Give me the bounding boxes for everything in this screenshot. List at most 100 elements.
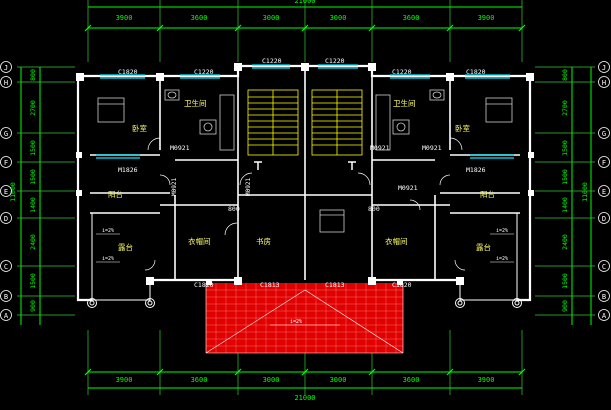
axis-left-j: J (4, 64, 8, 72)
label-m0921-l2: M0921 (171, 178, 178, 196)
right-dim-5: 1400 (561, 197, 569, 213)
right-dim-6: 2400 (561, 234, 569, 250)
extension-lines-vertical (87, 0, 523, 395)
axis-left-c: C (4, 263, 8, 271)
left-dim-8: 900 (29, 300, 37, 312)
axis-left-e: E (4, 188, 8, 196)
room-bedroom-right: 卧室 (455, 123, 470, 133)
slope-labels: i=2% i=2% i=2% i=2% (102, 228, 508, 262)
vertical-opening-labels: M0921 M0921 (171, 178, 252, 196)
slope-arrows (96, 233, 514, 263)
top-dim-6: 3900 (478, 14, 495, 22)
axis-left-d: D (4, 215, 8, 223)
label-c1820-top-right: C1820 (466, 68, 486, 76)
inner-walls (90, 66, 520, 280)
right-dim-8: 900 (561, 300, 569, 312)
axis-right-f: F (602, 159, 606, 167)
wall-left (76, 76, 92, 302)
bottom-dim-3: 3000 (263, 376, 280, 384)
terrace-slope-center: i=2% (290, 319, 302, 325)
extension-lines-horizontal (17, 66, 595, 316)
axis-right-j: J (602, 64, 606, 72)
bottom-dim-2: 3600 (191, 376, 208, 384)
axis-left-f: F (4, 159, 8, 167)
wall-right (517, 76, 532, 302)
door-swings (144, 137, 466, 271)
right-axis-labels: J H G F E D C B A (602, 64, 607, 320)
axis-right-h: H (602, 79, 606, 87)
stair-landing-marks (254, 161, 356, 170)
left-dim-2: 2700 (29, 100, 37, 116)
slope-right-top: i=2% (496, 228, 508, 234)
top-dim-total: 21000 (294, 0, 315, 5)
top-dim-5: 3600 (403, 14, 420, 22)
right-dim-3: 1500 (561, 140, 569, 156)
opening-labels: C1820 C1220 C1220 C1220 C1220 C1820 M092… (118, 57, 486, 289)
room-terrace-right: 露台 (476, 242, 491, 252)
staircase (247, 89, 363, 156)
label-c1813-left: C1813 (260, 281, 280, 289)
label-c1220-center-right: C1220 (325, 57, 345, 65)
right-dim-7: 1500 (561, 273, 569, 289)
right-dim-1: 800 (561, 69, 569, 81)
left-dim-1: 800 (29, 69, 37, 81)
label-c1820-top-left: C1820 (118, 68, 138, 76)
room-balcony-left: 阳台 (108, 189, 123, 199)
top-dim-2: 3600 (191, 14, 208, 22)
left-dim-7: 1500 (29, 273, 37, 289)
dimension-ticks (84, 24, 526, 376)
top-dimension-texts: 21000 3900 3600 3000 3000 3600 3900 (116, 0, 495, 22)
label-c1820-bottom-right: C1820 (392, 281, 412, 289)
right-axis-bubbles (598, 61, 610, 321)
right-dimension-texts: 800 2700 1500 1500 1400 2400 1500 900 11… (561, 69, 589, 312)
label-c1220-left: C1220 (194, 68, 214, 76)
bottom-dimension-texts: 3900 3600 3000 3000 3600 3900 21000 (116, 376, 495, 402)
slope-left-bottom: i=2% (102, 256, 114, 262)
bathroom-fixtures (164, 89, 445, 151)
bottom-dim-1: 3900 (116, 376, 133, 384)
axis-right-e: E (602, 188, 606, 196)
right-dim-total: 11000 (581, 182, 589, 202)
label-m1826-left: M1826 (118, 166, 138, 174)
label-c1813-right: C1813 (325, 281, 345, 289)
axis-left-a: A (4, 312, 9, 320)
slope-right-bottom: i=2% (496, 256, 508, 262)
left-axis-bubbles (0, 61, 12, 321)
axis-left-g: G (4, 130, 8, 138)
axis-left-b: B (4, 293, 8, 301)
room-terrace-left: 露台 (118, 242, 133, 252)
front-terrace: i=2% (205, 283, 404, 354)
axis-right-c: C (602, 263, 606, 271)
axis-right-d: D (602, 215, 606, 223)
label-c1220-right: C1220 (392, 68, 412, 76)
axis-right-g: G (602, 130, 606, 138)
label-800-left: 800 (228, 205, 240, 213)
room-balcony-right: 阳台 (480, 189, 495, 199)
room-closet-left: 衣帽间 (188, 236, 211, 246)
room-bath-left: 卫生间 (184, 98, 207, 108)
beds (97, 97, 513, 233)
label-m0921-center-vertical: M0921 (245, 178, 252, 196)
left-dim-6: 2400 (29, 234, 37, 250)
label-m0921-r1: M0921 (370, 144, 390, 152)
room-bedroom-left: 卧室 (132, 123, 147, 133)
bottom-dim-6: 3900 (478, 376, 495, 384)
axis-right-a: A (602, 312, 607, 320)
label-m0921-r2: M0921 (422, 144, 442, 152)
label-c1220-center-left: C1220 (262, 57, 282, 65)
left-dim-5: 1400 (29, 197, 37, 213)
label-800-right: 800 (368, 205, 380, 213)
right-dim-2: 2700 (561, 100, 569, 116)
left-dimension-texts: 800 2700 1500 1500 1400 2400 1500 900 11… (9, 69, 37, 312)
bottom-dim-5: 3600 (403, 376, 420, 384)
label-m1826-right: M1826 (466, 166, 486, 174)
right-dim-4: 1500 (561, 169, 569, 185)
label-m0921-c: M0921 (398, 184, 418, 192)
room-closet-right: 衣帽间 (385, 236, 408, 246)
label-m0921-l1: M0921 (170, 144, 190, 152)
left-axis-labels: J H G F E D C B A (4, 64, 9, 320)
left-dim-total: 11000 (9, 182, 17, 202)
top-dim-4: 3000 (330, 14, 347, 22)
